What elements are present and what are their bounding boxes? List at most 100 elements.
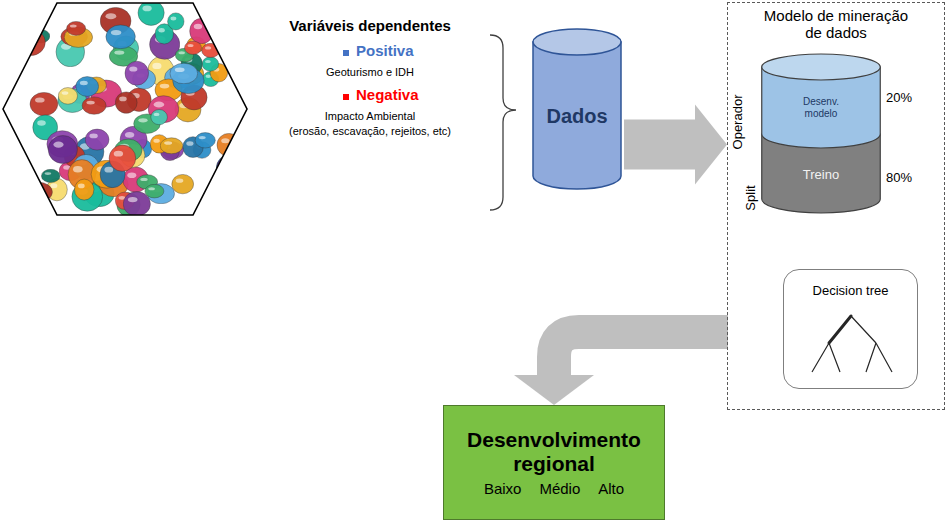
section-heading: Variáveis dependentes [250, 17, 490, 34]
gem [21, 182, 38, 198]
cylinder-body [762, 134, 881, 213]
gem-highlight [62, 91, 69, 95]
gem [221, 155, 244, 178]
cylinder-top [533, 29, 621, 55]
gem-highlight [73, 166, 83, 173]
gem [115, 92, 137, 113]
gem-highlight [188, 44, 194, 47]
gem-highlight [114, 50, 124, 54]
gem-highlight [125, 132, 134, 138]
gem-highlight [114, 151, 123, 157]
gem-highlight [140, 178, 147, 181]
tree-icon [784, 310, 917, 382]
gem-highlight [222, 161, 232, 166]
frame-title: Modelo de mineração de dados [754, 7, 919, 42]
gem-highlight [20, 200, 30, 206]
level-label: Baixo [484, 480, 522, 497]
gem [195, 133, 215, 148]
arrow-body [554, 332, 728, 376]
gem-highlight [143, 6, 152, 12]
gem [170, 63, 198, 84]
gem [109, 145, 136, 171]
gem-highlight [29, 186, 39, 190]
gem-highlight [221, 138, 229, 143]
rotated-label: Operador [731, 95, 746, 150]
box-label: Decision tree [813, 284, 889, 299]
gem-highlight [70, 24, 77, 27]
node-label: Dados [546, 105, 607, 128]
gem-highlight [45, 172, 52, 175]
gem-highlight [78, 184, 85, 189]
tree-branch [812, 316, 892, 372]
database-cylinder: Dados [532, 28, 622, 190]
result-box: Desenvolvimento regionalBaixo Médio Alto [443, 405, 665, 520]
gem-highlight [225, 50, 232, 54]
gem [138, 0, 164, 25]
arrow-head [514, 375, 594, 405]
arrow-body [624, 105, 727, 185]
gem-highlight [128, 197, 138, 202]
gem-highlight [53, 142, 63, 148]
gem [160, 138, 183, 154]
gem-highlight [164, 141, 172, 145]
gem-highlight [104, 167, 113, 173]
gem-highlight [11, 21, 22, 28]
gem-highlight [199, 136, 206, 139]
result-title: Desenvolvimento regional [452, 428, 656, 476]
note-text: Geoturismo e IDH [250, 66, 490, 79]
gem-highlight [154, 113, 160, 116]
gem [15, 194, 44, 223]
gem [190, 18, 214, 43]
gem-highlight [205, 60, 211, 63]
gem-highlight [24, 186, 30, 189]
gem-highlight [160, 84, 170, 89]
gem-highlight [138, 118, 147, 122]
gem-highlight [21, 35, 31, 41]
level-label: Alto [598, 480, 624, 497]
percent-label: 20% [886, 91, 912, 106]
gem-highlight [50, 183, 57, 188]
gem-highlight [194, 24, 202, 30]
gem-highlight [127, 172, 136, 178]
cylinder-body [533, 42, 621, 189]
gem-highlight [219, 28, 228, 34]
gem [168, 13, 184, 30]
gem [123, 192, 150, 217]
level-label: Médio [539, 480, 580, 497]
gem-highlight [153, 139, 159, 143]
tree-branch-bold [829, 316, 851, 343]
gem-highlight [35, 97, 45, 102]
band-label: Desenv. modelo [790, 96, 852, 119]
gem [172, 174, 194, 193]
curly-brace [490, 35, 516, 210]
gem [145, 184, 164, 198]
percent-label: 80% [886, 171, 912, 186]
gem [214, 22, 240, 47]
gem [85, 129, 109, 150]
block-arrow [514, 332, 728, 405]
bullet-square [343, 50, 349, 56]
gem [82, 97, 106, 114]
gem [76, 77, 99, 97]
gem-highlight [148, 187, 155, 190]
level-row: Baixo Médio Alto [484, 480, 624, 497]
gem [75, 179, 94, 200]
gem [185, 41, 202, 54]
gem-highlight [225, 160, 233, 165]
hexagon-frame [3, 3, 247, 215]
gem-highlight [86, 101, 94, 105]
block-arrow [624, 105, 727, 185]
gem-highlight [106, 13, 117, 19]
gem-highlight [37, 120, 46, 126]
gem [5, 14, 37, 46]
gem-highlight [89, 134, 97, 139]
gem [106, 25, 135, 49]
bullet-square [343, 94, 349, 100]
gem-highlight [216, 201, 222, 204]
gem-highlight [119, 97, 127, 102]
cylinder-top [762, 54, 881, 80]
gem-highlight [179, 51, 185, 54]
gem [125, 61, 149, 85]
gem-highlight [171, 17, 177, 21]
gem [213, 198, 230, 212]
